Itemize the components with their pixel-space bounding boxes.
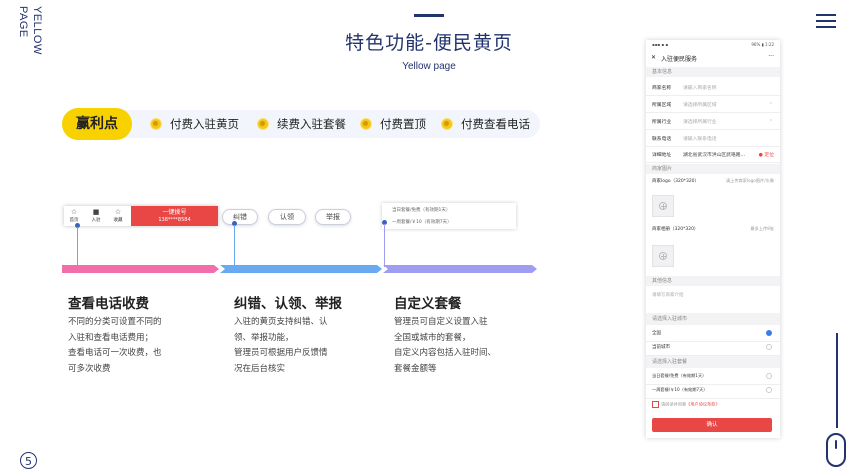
plus-circle-icon[interactable] [652, 195, 674, 217]
feature-title: 自定义套餐 [394, 296, 462, 312]
timeline-arrow-blue [220, 265, 382, 273]
phone-screenshot: ▪▪▪ ▪ ▪ 96% ▮ 1:22 ✕ 入驻便民服务 ··· 基本信息 商家名… [646, 40, 780, 438]
side-label: YELLOW PAGE [12, 6, 43, 56]
logo-hint: 请上传商家logo图片/头像 [725, 178, 774, 183]
chevron-right-icon: › [769, 117, 772, 124]
side-label-yellow: YELLOW [31, 6, 43, 55]
coin-icon [360, 117, 372, 130]
feature-desc: 不同的分类可设置不同的入驻和查看电话费用； 查看电话可一次收费，也可多次收费 [68, 317, 162, 374]
home-icon[interactable]: ☆首页 [69, 208, 79, 223]
benefit-item: 付费查看电话 [441, 110, 530, 138]
benefit-label: 赢利点 [62, 108, 132, 140]
package-option[interactable]: 当日套餐/免费（有效期1天） [646, 369, 780, 385]
feature-desc: 入驻的黄页支持纠错、认领、举报功能， 管理员可根据用户反馈情况在后台核实 [234, 317, 328, 374]
connector-dot [232, 221, 237, 226]
section-region: 请选择入驻城市 [646, 313, 780, 325]
timeline-arrow-purple [383, 265, 537, 273]
field-row[interactable]: 所属行业请选择所属行业› [646, 114, 780, 130]
page-number: 5 [20, 452, 37, 469]
radio-unchecked-icon [766, 387, 772, 393]
join-icon[interactable]: ■入驻 [91, 208, 101, 223]
close-icon[interactable]: ✕ [651, 54, 657, 61]
package-card: 当日套餐/免费（有效期1天） 一周套餐/￥10（有效期7天） [382, 203, 516, 229]
logo-label: 商家logo（320*320） [652, 179, 700, 184]
connector-line [77, 227, 78, 267]
connector-line [384, 224, 385, 267]
radio-unchecked-icon [766, 344, 772, 350]
mouse-icon[interactable] [826, 433, 846, 467]
phone-title: 入驻便民服务 [661, 56, 698, 63]
field-row[interactable]: 商家名称请输入商家名称 [646, 80, 780, 96]
phone-header: ✕ 入驻便民服务 ··· [646, 51, 780, 65]
album-label: 商家相册（320*320） [652, 227, 699, 232]
coin-icon [441, 117, 453, 130]
benefit-item: 付费入驻黄页 [150, 110, 239, 138]
page-title: 特色功能-便民黄页 [345, 32, 513, 54]
phone-contact-bar: ☆首页 ■入驻 ☆收藏 一键拨号 138****8584 [64, 206, 218, 226]
coin-icon [150, 117, 162, 130]
favorite-icon[interactable]: ☆收藏 [113, 208, 123, 223]
section-other: 其他信息 [646, 276, 780, 286]
connector-dot [75, 223, 80, 228]
location-pin-icon[interactable]: ● 定位 [758, 153, 774, 158]
confirm-button[interactable]: 确认 [652, 418, 772, 432]
agreement[interactable]: 请阅读并同意《用户协议条款》 [652, 401, 720, 408]
more-icon[interactable]: ··· [768, 53, 774, 60]
plus-circle-icon[interactable] [652, 245, 674, 267]
section-package: 请选择入驻套餐 [646, 356, 780, 368]
radio-unchecked-icon [766, 373, 772, 379]
claim-button[interactable]: 认领 [268, 209, 306, 225]
report-button[interactable]: 举报 [315, 209, 351, 225]
feature-title: 查看电话收费 [68, 296, 149, 312]
field-row[interactable]: 联系电话请输入联系电话 [646, 131, 780, 147]
page-subtitle: Yellow page [402, 61, 456, 72]
field-row[interactable]: 详细地址湖北省武汉市洪山区武珞路... ● 定位 [646, 147, 780, 163]
feature-desc: 管理员可自定义设置入驻全国或城市的套餐， 自定义内容包括入驻时间、套餐金额等 [394, 317, 497, 374]
connector-dot [382, 220, 387, 225]
field-row[interactable]: 所属区域请选择所属区域› [646, 97, 780, 113]
side-label-page: PAGE [17, 6, 29, 38]
timeline-arrow-pink [62, 265, 219, 273]
benefit-item: 续费入驻套餐 [257, 110, 346, 138]
benefit-item: 付费置顶 [360, 110, 426, 138]
hamburger-icon[interactable] [816, 14, 836, 28]
region-option[interactable]: 全国 [646, 326, 780, 342]
status-bar: ▪▪▪ ▪ ▪ 96% ▮ 1:22 [652, 42, 774, 47]
scroll-line [836, 333, 838, 428]
album-hint: 最多上传9张 [750, 226, 774, 231]
radio-checked-icon [766, 330, 772, 336]
package-option[interactable]: 一周套餐/￥10（有效期7天） [646, 383, 780, 399]
title-accent-bar [414, 14, 444, 17]
coin-icon [257, 117, 269, 130]
feature-title: 纠错、认领、举报 [234, 296, 342, 312]
section-basic: 基本信息 [646, 67, 780, 77]
section-images: 商家图片 [646, 164, 780, 174]
checkbox-icon [652, 401, 659, 408]
region-option[interactable]: 当前城市 [646, 340, 780, 356]
timeline-arrows [62, 265, 537, 273]
benefit-row [62, 110, 540, 138]
correct-button[interactable]: 纠错 [222, 209, 258, 225]
connector-line [234, 225, 235, 267]
chevron-right-icon: › [769, 100, 772, 107]
intro-textarea[interactable]: 请填写商家介绍 [652, 293, 684, 298]
call-button[interactable]: 一键拨号 138****8584 [131, 206, 218, 226]
